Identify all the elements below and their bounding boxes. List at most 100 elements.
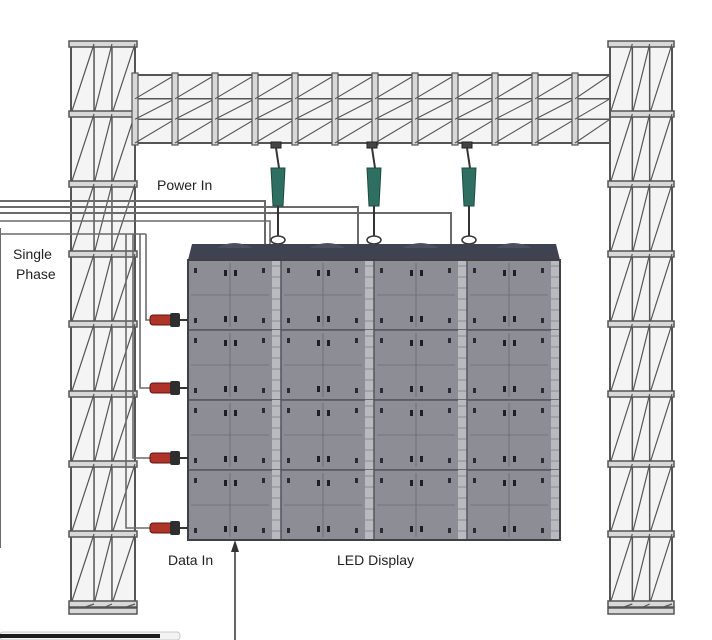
corner-latch bbox=[262, 338, 265, 343]
corner-latch bbox=[355, 528, 358, 533]
latch bbox=[513, 270, 516, 276]
beam-brace bbox=[134, 118, 176, 144]
corner-latch bbox=[194, 388, 197, 393]
beam-brace bbox=[534, 74, 576, 100]
beam-joint bbox=[371, 72, 379, 146]
cabinet-rail bbox=[551, 260, 560, 330]
truss-brace bbox=[111, 323, 136, 395]
truss-brace bbox=[93, 533, 113, 605]
corner-latch bbox=[287, 408, 290, 413]
cabinet-rail bbox=[272, 330, 281, 400]
hoist-shackle bbox=[270, 235, 286, 245]
corner-latch bbox=[448, 528, 451, 533]
connector-plug bbox=[149, 382, 173, 394]
latch bbox=[513, 386, 516, 392]
latch bbox=[234, 480, 237, 486]
data-cable-4 bbox=[125, 234, 150, 529]
corner-latch bbox=[380, 338, 383, 343]
latch bbox=[317, 270, 320, 276]
hoist-body bbox=[366, 167, 382, 207]
latch bbox=[234, 270, 237, 276]
corner-latch bbox=[194, 318, 197, 323]
latch bbox=[327, 456, 330, 462]
corner-latch bbox=[355, 458, 358, 463]
left-truss-tower bbox=[68, 40, 138, 615]
latch bbox=[234, 316, 237, 322]
latch bbox=[420, 410, 423, 416]
truss-brace bbox=[649, 113, 673, 185]
latch bbox=[513, 316, 516, 322]
latch bbox=[317, 340, 320, 346]
corner-latch bbox=[287, 478, 290, 483]
beam-joint bbox=[451, 72, 459, 146]
truss-brace bbox=[649, 183, 673, 255]
cabinet-rail bbox=[365, 330, 374, 400]
latch bbox=[327, 410, 330, 416]
truss-brace bbox=[93, 43, 113, 115]
hoist-shackle bbox=[366, 235, 382, 245]
latch bbox=[327, 480, 330, 486]
truss-brace bbox=[631, 253, 651, 325]
truss-joint bbox=[607, 250, 675, 258]
truss-brace bbox=[609, 253, 633, 325]
cabinet-rail bbox=[458, 260, 467, 330]
truss-brace bbox=[93, 253, 113, 325]
connector-head bbox=[170, 451, 180, 465]
led-display-wall bbox=[187, 243, 561, 541]
latch bbox=[410, 410, 413, 416]
truss-brace bbox=[649, 393, 673, 465]
single-phase-label-line2: Phase bbox=[16, 266, 56, 282]
beam-brace bbox=[574, 74, 611, 100]
beam-brace bbox=[414, 74, 456, 100]
corner-latch bbox=[262, 318, 265, 323]
power-cable-2 bbox=[0, 206, 359, 247]
latch bbox=[503, 340, 506, 346]
data-cable-1 bbox=[145, 234, 150, 321]
truss-brace bbox=[70, 323, 95, 395]
data-arrow-head bbox=[231, 540, 239, 552]
beam-brace bbox=[494, 118, 536, 144]
truss-joint bbox=[607, 180, 675, 188]
beam-brace bbox=[494, 74, 536, 100]
cabinet-r4-c1 bbox=[187, 469, 282, 541]
truss-brace bbox=[70, 43, 95, 115]
corner-latch bbox=[380, 268, 383, 273]
corner-latch bbox=[541, 318, 544, 323]
beam-brace bbox=[414, 98, 456, 120]
latch bbox=[503, 386, 506, 392]
beam-joint bbox=[411, 72, 419, 146]
latch bbox=[317, 386, 320, 392]
cabinet-r2-c1 bbox=[187, 329, 282, 401]
truss-brace bbox=[649, 533, 673, 605]
beam-brace bbox=[454, 118, 496, 144]
corner-latch bbox=[355, 388, 358, 393]
bottom-bar-fill bbox=[0, 634, 160, 638]
beam-brace bbox=[334, 74, 376, 100]
corner-latch bbox=[380, 408, 383, 413]
beam-brace bbox=[214, 98, 256, 120]
beam-brace bbox=[254, 118, 296, 144]
corner-latch bbox=[262, 528, 265, 533]
truss-brace bbox=[111, 43, 136, 115]
truss-joint bbox=[607, 460, 675, 468]
corner-latch bbox=[473, 478, 476, 483]
truss-brace bbox=[631, 43, 651, 115]
beam-brace bbox=[414, 118, 456, 144]
truss-brace bbox=[111, 113, 136, 185]
latch bbox=[234, 410, 237, 416]
led-display-label: LED Display bbox=[337, 552, 415, 568]
flybar bbox=[188, 244, 560, 260]
latch bbox=[224, 316, 227, 322]
beam-joint bbox=[251, 72, 259, 146]
data-in-label: Data In bbox=[168, 552, 214, 568]
cabinet-rail bbox=[458, 470, 467, 540]
truss-brace bbox=[649, 463, 673, 535]
corner-latch bbox=[194, 408, 197, 413]
truss-brace bbox=[609, 393, 633, 465]
latch bbox=[503, 410, 506, 416]
corner-latch bbox=[355, 318, 358, 323]
latch bbox=[224, 480, 227, 486]
beam-brace bbox=[534, 118, 576, 144]
corner-latch bbox=[380, 318, 383, 323]
beam-brace bbox=[134, 98, 176, 120]
